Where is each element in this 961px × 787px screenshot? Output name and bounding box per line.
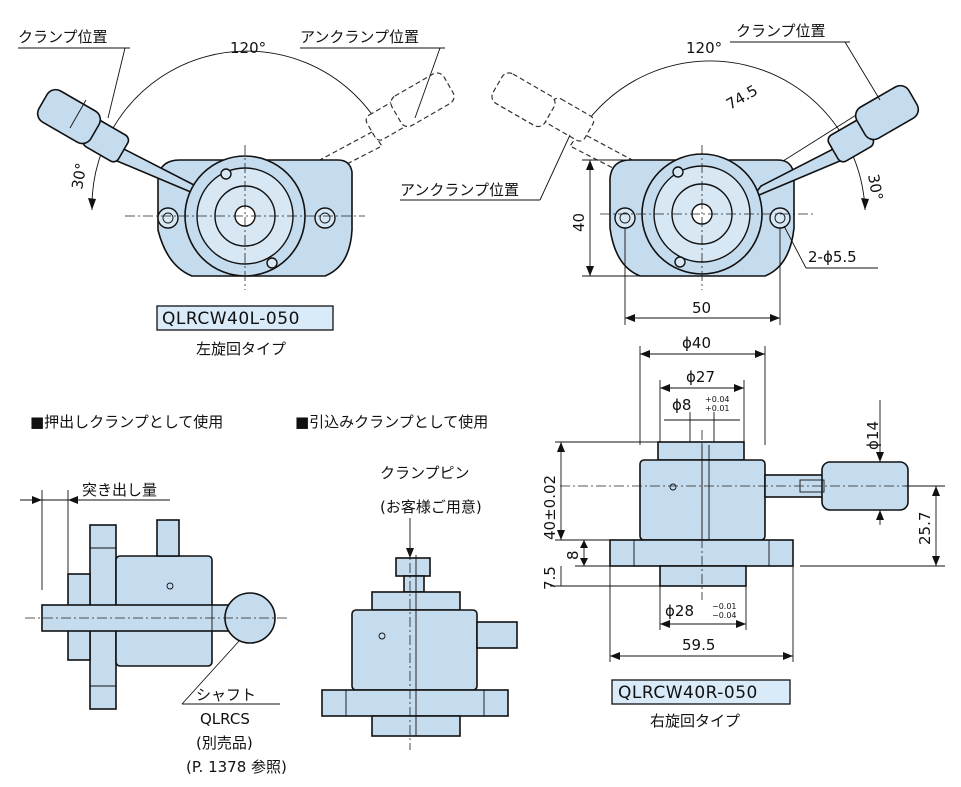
side-d28-tol-lower: −0.04 [712,611,737,620]
right-width-label: 50 [692,299,711,317]
side-flange [609,539,794,567]
right-holes-label: 2-ϕ5.5 [808,248,857,266]
side-height-label: 40±0.02 [541,475,559,540]
left-unclamp-label: アンクランプ位置 [300,28,419,46]
push-handle-stub [156,519,180,557]
right-title: QLRCW40R-050 [618,683,758,703]
push-shaft-note: (別売品) [196,734,253,752]
right-angle-label: 120° [686,39,722,57]
right-subtitle: 右旋回タイプ [650,712,740,730]
pull-usage-heading: ■引込みクランプとして使用 [295,413,488,431]
pull-flange [321,689,509,717]
left-clamp-handle [36,88,208,200]
push-stroke-label: 突き出し量 [82,481,157,499]
right-mount-hole [769,207,791,229]
right-title-box [611,679,791,705]
side-view: ϕ40 ϕ27 ϕ8 +0.04 +0.01 [541,334,945,730]
push-shaft-ref: (P. 1378 参照) [186,758,287,776]
pull-main-body [351,609,478,691]
left-clamp-label: クランプ位置 [18,28,108,46]
pull-pin-note: (お客様ご用意) [380,498,482,516]
side-top-cap [657,441,745,461]
push-usage-view: ■押出しクランプとして使用 突き出し量 シャフト QLRCS (別売品) (P.… [20,413,290,776]
right-angle2-label: 30° [864,173,886,202]
side-d28-label: ϕ28 [665,602,694,620]
left-angle-label: 120° [230,39,266,57]
right-clamp-handle [749,84,920,200]
right-height-label: 40 [570,213,588,232]
right-radius-label: 74.5 [723,81,761,113]
side-d8-tol-lower: +0.01 [705,404,730,413]
left-title-box [156,305,334,331]
left-mount-hole [157,207,179,229]
push-shaft-model: QLRCS [200,710,250,728]
side-7-5-label: 7.5 [541,566,559,590]
left-angle2-label: 30° [68,161,90,190]
side-d8-tol-upper: +0.04 [705,395,730,404]
side-d8-label: ϕ8 [672,396,691,414]
pull-usage-view: ■引込みクランプとして使用 クランプピン (お客様ご用意) [295,413,518,750]
side-8-label: 8 [564,550,582,560]
right-top-view: 120° 30° 74.5 アンクランプ位置 2-ϕ5.5 クランプ位置 [400,22,920,325]
left-title: QLRCW40L-050 [162,309,300,329]
right-unclamp-label: アンクランプ位置 [400,181,519,199]
left-top-view: 120° 30° アンクランプ位置 クランプ位置 [18,28,455,358]
side-d27-label: ϕ27 [686,368,715,386]
side-25-7-label: 25.7 [916,512,934,545]
side-d28-tol-upper: −0.01 [712,602,737,611]
left-subtitle: 左旋回タイプ [196,340,286,358]
pull-pin-label: クランプピン [380,464,470,482]
left-angle-arrow [88,198,96,210]
side-59-5-label: 59.5 [682,636,715,654]
pull-clamp-pin [395,557,431,577]
right-clamp-label: クランプ位置 [736,22,826,40]
side-d40-label: ϕ40 [682,334,711,352]
push-shaft-label: シャフト [196,686,256,704]
push-usage-heading: ■押出しクランプとして使用 [30,413,223,431]
left-mount-hole [314,207,336,229]
side-bottom-spigot [659,565,747,587]
side-d14-label: ϕ14 [864,421,882,450]
side-main-body [639,459,766,541]
